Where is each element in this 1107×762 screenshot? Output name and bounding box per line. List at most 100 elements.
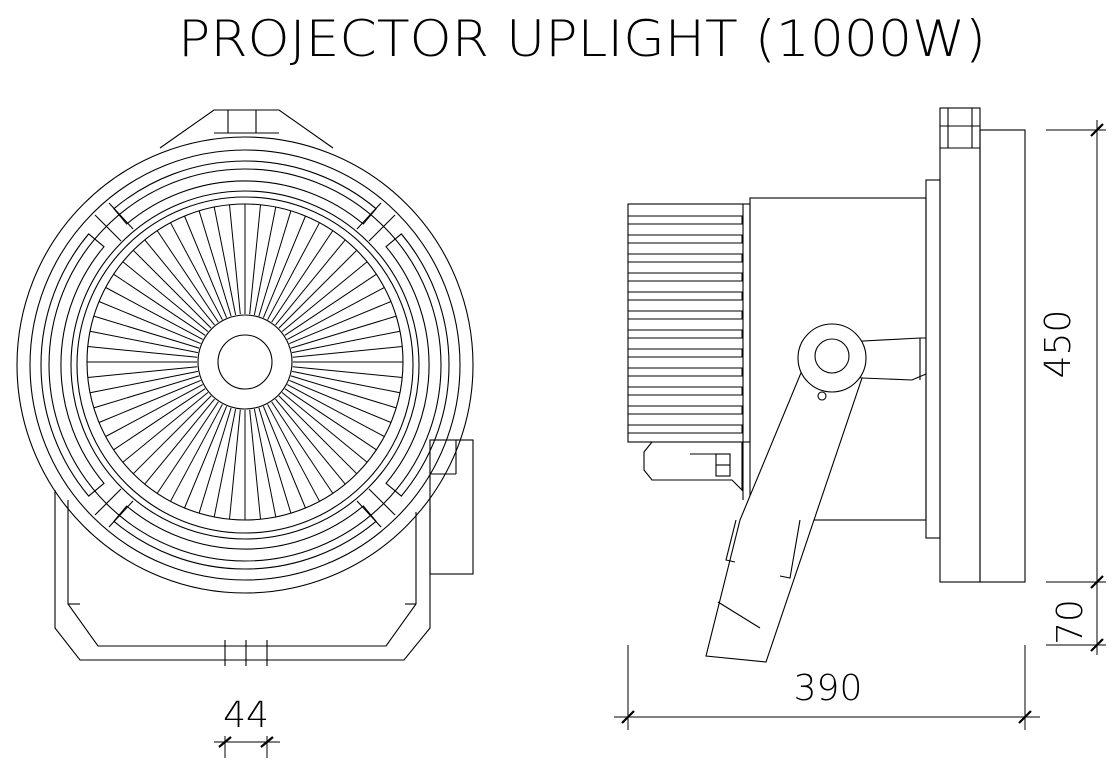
front-top-bracket — [159, 109, 334, 149]
front-vent-slots — [40, 160, 450, 570]
side-pivot-inner — [814, 338, 850, 374]
front-junction-box — [429, 439, 474, 575]
side-pivot-outer — [797, 323, 867, 393]
front-fin — [89, 370, 198, 394]
front-fin — [93, 375, 200, 409]
front-fin — [253, 409, 277, 518]
front-radial-fins — [86, 203, 404, 521]
drawing-title: PROJECTOR UPLIGHT (1000W) — [178, 10, 986, 68]
front-fin — [292, 366, 403, 378]
front-fin — [275, 239, 346, 326]
side-cable-gland — [643, 441, 743, 492]
front-fin — [289, 379, 392, 423]
front-fin — [287, 287, 385, 340]
side-fin — [627, 291, 743, 301]
front-fin — [87, 366, 198, 378]
front-fin-ring — [86, 203, 404, 521]
dim-front-width: 44 — [214, 695, 280, 758]
side-fin — [627, 329, 743, 339]
side-fin — [627, 272, 743, 282]
front-vent-slot — [40, 233, 105, 497]
front-fin — [144, 239, 215, 326]
front-fin — [105, 384, 203, 437]
front-vent-slot — [113, 160, 377, 225]
front-fin — [213, 206, 237, 315]
front-fin — [249, 409, 261, 520]
side-fin — [627, 405, 743, 415]
front-fin — [292, 346, 403, 358]
front-fin — [258, 407, 292, 514]
front-fin — [198, 407, 232, 514]
front-fin — [290, 315, 397, 349]
front-fin — [284, 388, 377, 451]
front-fin — [267, 222, 320, 320]
front-vent-slot — [385, 233, 450, 497]
front-fin — [249, 204, 261, 315]
front-fin — [184, 406, 228, 509]
side-cooling-fins — [627, 215, 743, 434]
side-fin — [627, 253, 743, 263]
front-fin — [229, 409, 241, 520]
front-fin — [267, 404, 320, 502]
side-fin — [627, 424, 743, 434]
front-fin — [258, 210, 292, 317]
front-fin — [156, 401, 219, 494]
front-fin — [132, 395, 212, 475]
front-fin — [98, 379, 201, 423]
front-fin — [98, 301, 201, 345]
front-fin — [184, 215, 228, 318]
front-fin — [144, 398, 215, 485]
front-yoke — [54, 490, 431, 661]
front-fin — [281, 392, 368, 463]
front-fin — [271, 230, 334, 323]
front-fin — [105, 287, 203, 340]
front-fin — [170, 404, 223, 502]
front-lamp-center — [217, 334, 273, 390]
front-fin — [290, 375, 397, 409]
side-lens-frame — [939, 107, 981, 583]
side-fin — [627, 310, 743, 320]
front-fin — [253, 206, 277, 315]
front-fin — [262, 406, 306, 509]
front-housing-outer — [16, 136, 474, 594]
dim-side-depth: 390 — [614, 645, 1040, 730]
front-fin — [271, 401, 334, 494]
front-fin — [93, 315, 200, 349]
front-vent-slot — [113, 505, 377, 570]
front-fin — [198, 210, 232, 317]
front-fin — [156, 230, 219, 323]
front-fin — [289, 301, 392, 345]
front-fin — [122, 261, 209, 332]
side-pivot-arm — [705, 367, 863, 663]
side-front-ring — [925, 179, 941, 539]
side-fin — [627, 386, 743, 396]
front-fin — [281, 261, 368, 332]
front-fin — [213, 409, 237, 518]
front-fin — [87, 346, 198, 358]
side-fin — [627, 234, 743, 244]
dim-390-label: 390 — [794, 668, 863, 709]
side-fin — [627, 215, 743, 225]
front-hub — [197, 314, 293, 410]
front-fin — [275, 398, 346, 485]
dim-side-height: 450 70 — [1038, 120, 1106, 655]
side-view — [627, 107, 1026, 663]
front-fin — [89, 330, 198, 354]
front-fin — [284, 273, 377, 336]
front-fin — [122, 392, 209, 463]
side-fin — [627, 367, 743, 377]
front-fin — [278, 395, 358, 475]
side-pivot-bolt — [817, 391, 827, 401]
front-fin — [292, 330, 401, 354]
front-fin — [113, 388, 206, 451]
front-view — [16, 109, 474, 666]
front-fin — [132, 249, 212, 329]
dim-450-label: 450 — [1038, 310, 1079, 379]
dim-70-label: 70 — [1050, 599, 1091, 645]
front-fin — [278, 249, 358, 329]
dim-44-label: 44 — [223, 695, 269, 736]
front-fin — [113, 273, 206, 336]
front-fin — [262, 215, 306, 318]
side-fin — [627, 348, 743, 358]
